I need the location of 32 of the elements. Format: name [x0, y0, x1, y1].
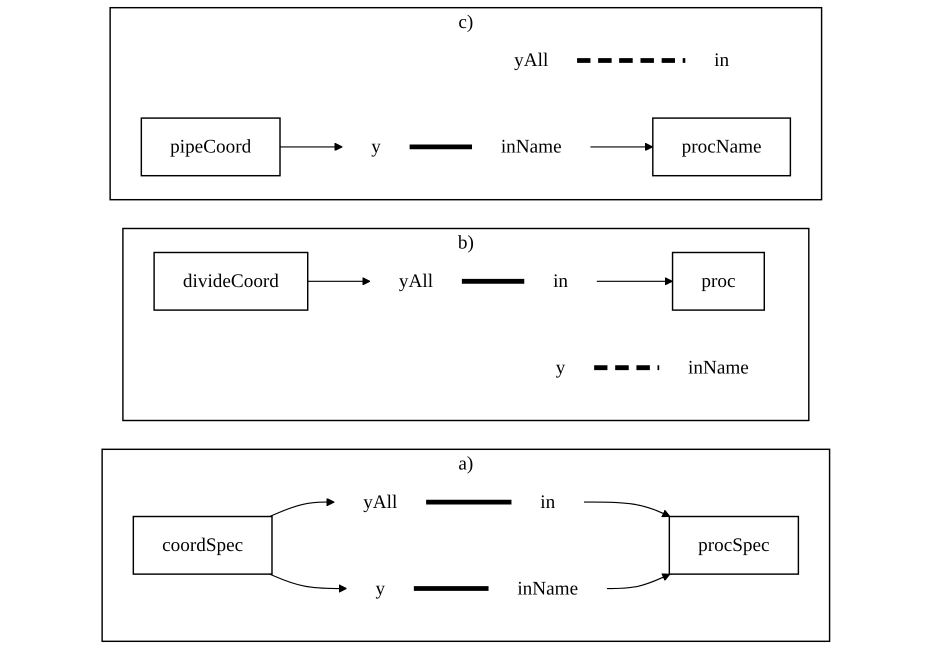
- connector: [426, 500, 512, 504]
- arrow: [280, 142, 343, 152]
- arrow: [590, 142, 654, 152]
- arrow: [607, 573, 671, 590]
- node-text: yAll: [363, 492, 398, 513]
- node-box: divideCoord: [154, 252, 309, 311]
- connector: [594, 365, 660, 370]
- node-text: y: [556, 357, 566, 378]
- connector: [410, 144, 472, 150]
- node-box: pipeCoord: [140, 117, 281, 176]
- node-text: inName: [688, 357, 749, 378]
- node-text: y: [371, 136, 381, 158]
- node-text: in: [714, 50, 730, 72]
- node-text: in: [553, 270, 568, 292]
- node-text: yAll: [514, 50, 548, 72]
- arrow: [596, 277, 674, 286]
- connector: [577, 58, 686, 63]
- arrow: [584, 502, 671, 518]
- connector: [462, 278, 524, 284]
- node-text: yAll: [399, 270, 434, 292]
- arrow: [270, 574, 348, 593]
- node-box: coordSpec: [132, 516, 273, 575]
- node-box: proc: [672, 252, 766, 311]
- node-text: in: [540, 492, 556, 513]
- arrow: [308, 277, 371, 286]
- node-box: procName: [652, 117, 792, 176]
- node-text: y: [376, 578, 386, 600]
- arrow: [270, 498, 335, 518]
- node-box: procSpec: [668, 516, 800, 575]
- node-text: inName: [517, 578, 578, 600]
- node-text: inName: [500, 136, 562, 158]
- connector: [414, 586, 489, 591]
